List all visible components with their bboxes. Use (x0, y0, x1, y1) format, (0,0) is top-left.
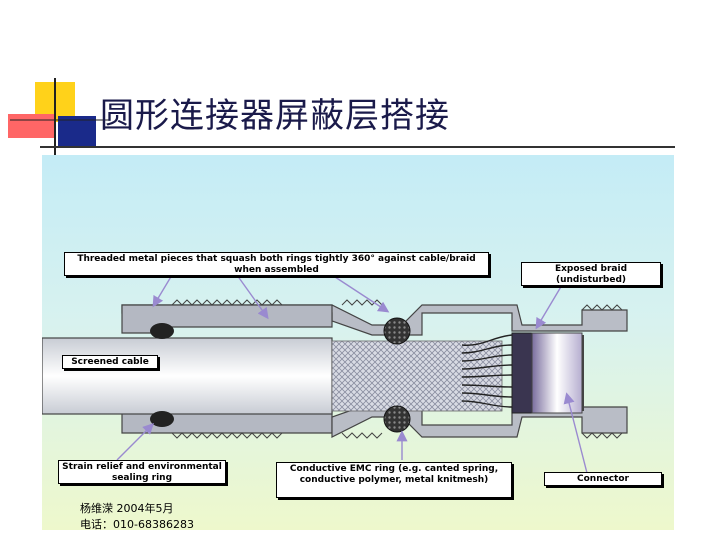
upper-thread-teeth (171, 299, 623, 311)
connector-body (531, 332, 583, 414)
label-exposed-braid: Exposed braid (undisturbed) (521, 262, 661, 286)
page-title: 圆形连接器屏蔽层搭接 (100, 96, 450, 136)
connector-end-cap (582, 335, 584, 411)
decorative-logo (8, 78, 110, 158)
upper-sealing-ring (150, 323, 174, 339)
logo-blue-square (58, 116, 96, 148)
lower-emc-ring (383, 405, 411, 433)
callout-arrows (116, 274, 588, 474)
connector-insert-dark (511, 332, 533, 414)
lower-thread-teeth (171, 432, 623, 439)
lower-sealing-ring (150, 411, 174, 427)
logo-red-bar (8, 114, 56, 138)
screened-cable (42, 337, 333, 415)
footer-phone: 电话：010-68386283 (80, 518, 194, 531)
label-screened-cable: Screened cable (62, 355, 158, 369)
footer-author-date: 杨维溁 2004年5月 (80, 502, 174, 515)
label-connector: Connector (544, 472, 662, 486)
title-divider (40, 146, 675, 148)
label-threaded-pieces: Threaded metal pieces that squash both r… (64, 252, 489, 276)
label-emc-ring: Conductive EMC ring (e.g. canted spring,… (276, 462, 512, 498)
braid-wires (461, 334, 513, 408)
label-strain-relief: Strain relief and environmental sealing … (58, 460, 226, 484)
upper-emc-ring (383, 317, 411, 345)
cable-braid (331, 340, 503, 412)
